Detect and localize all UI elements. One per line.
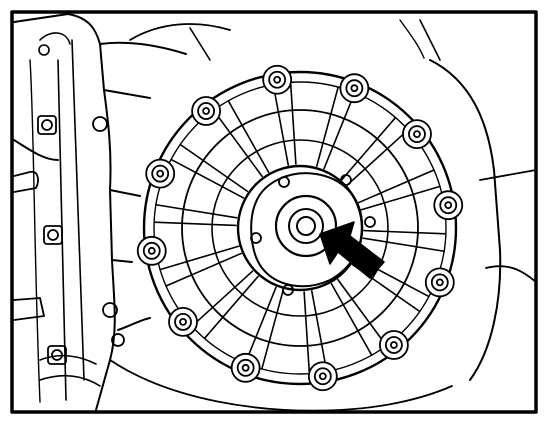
cover-bolt — [339, 73, 370, 104]
cover-bolt — [168, 306, 198, 337]
cover-bolt-bosses — [136, 64, 464, 392]
cover-rib — [330, 282, 373, 356]
cover-rib — [203, 275, 259, 340]
cover-rib — [303, 291, 311, 375]
cover-rib — [341, 116, 397, 181]
cover-rib — [153, 221, 237, 227]
housing-bolt — [43, 225, 63, 245]
hub-boss — [274, 194, 338, 258]
cover-rib — [360, 185, 441, 211]
cover-rib-ring-inner — [211, 139, 389, 317]
cover-rib — [315, 86, 339, 168]
cover-rib — [191, 270, 254, 327]
hub-nut — [296, 216, 316, 236]
housing-bolt — [102, 302, 118, 318]
pointer-arrow — [319, 221, 385, 279]
cover-rib — [227, 100, 270, 174]
cover-rib — [261, 288, 285, 370]
cover-rib — [159, 245, 240, 271]
housing-bolt — [92, 116, 108, 132]
cover-bolt — [433, 190, 464, 221]
cover-rib — [337, 278, 388, 347]
cover-rib — [323, 91, 356, 170]
hub-bolt — [278, 176, 290, 188]
cover-rib — [170, 158, 245, 199]
housing-bolt — [37, 115, 57, 135]
cover-rib — [289, 81, 297, 165]
cover-rib — [165, 252, 243, 287]
housing-bolts — [37, 115, 125, 365]
hub-bolt — [282, 284, 294, 296]
cover-outer-flange — [142, 70, 458, 386]
hub-bolt — [250, 232, 262, 244]
cover-rib — [155, 203, 238, 219]
cover-rib-ring-outer — [181, 109, 419, 347]
cover-bolt — [307, 361, 338, 392]
housing-bolt — [47, 345, 67, 365]
image-border — [10, 10, 538, 414]
cover-rib — [363, 229, 447, 235]
cover-rib — [212, 109, 263, 178]
cover-radial-ribs — [153, 81, 447, 375]
cover-rib — [244, 286, 277, 365]
transmission-housing — [13, 13, 537, 412]
cover-rib — [346, 129, 409, 186]
cover-bolt — [145, 158, 176, 189]
hub-bolt — [340, 174, 352, 186]
hub-bolt — [364, 216, 376, 228]
cover-rib — [310, 290, 328, 373]
extension-cover — [136, 64, 464, 392]
housing-bolt — [111, 333, 125, 347]
cover-bolt — [230, 352, 261, 383]
cover-rib — [272, 83, 290, 166]
cover-bolt — [136, 235, 167, 266]
cover-bolt — [378, 330, 409, 360]
cover-bolt — [402, 119, 432, 150]
cover-bolt — [191, 96, 222, 126]
cover-rib — [357, 169, 435, 204]
cover-flange-lip — [153, 81, 447, 375]
cover-bolt — [424, 267, 455, 298]
cover-bolt — [262, 64, 293, 95]
cover-rib — [179, 143, 249, 193]
cover-rib — [362, 237, 445, 253]
hub-bore — [288, 208, 324, 244]
output-shaft-hub — [250, 172, 376, 296]
